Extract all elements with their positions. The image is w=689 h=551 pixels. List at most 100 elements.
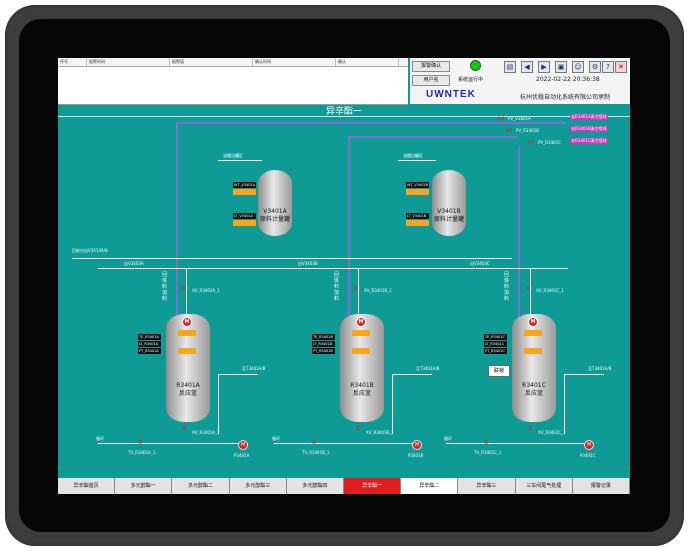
nav-polyol-2[interactable]: 多元醇酯二: [172, 478, 230, 494]
value-box[interactable]: [233, 220, 256, 226]
tag-box: WT_V3401B: [406, 182, 429, 188]
tag-box: WT_V3401A: [233, 182, 256, 188]
valve-label: TV_R3401A_1: [128, 450, 156, 455]
tag-box: LT_R3401A: [138, 341, 161, 347]
vacuum-pipe: [506, 122, 566, 124]
valve-xv-r3401a-1[interactable]: ⧖: [182, 285, 187, 292]
feed-pipe: [186, 268, 187, 318]
col-alarm-time: 报警时间: [87, 58, 170, 66]
vessel-v3401b[interactable]: [432, 170, 466, 236]
forward-icon[interactable]: ▶: [538, 61, 550, 73]
valve-xv-r3401a-2[interactable]: ⧖: [182, 425, 187, 432]
pump-p3401c[interactable]: M: [584, 440, 594, 450]
help-icon[interactable]: ?: [602, 61, 614, 73]
tag-box: LT_V3401A: [233, 213, 256, 219]
close-icon[interactable]: ✕: [615, 61, 627, 73]
interlock-button[interactable]: 联锁: [488, 365, 510, 377]
nav-polyol-4[interactable]: 多元醇酯四: [286, 478, 345, 494]
valve-tv-r3401a-1[interactable]: ⧖: [138, 439, 143, 446]
outlet-label: 至T3401A/B: [416, 366, 440, 371]
vacuum-pipe: [176, 122, 506, 124]
nav-polyol-3[interactable]: 多元醇酯三: [229, 478, 287, 494]
feed-source-label: 回收分自V3413A/B: [72, 248, 108, 253]
valve-tv-r3401b-1[interactable]: ⧖: [312, 439, 317, 446]
motor-icon[interactable]: M: [182, 317, 192, 327]
value-box[interactable]: [406, 220, 429, 226]
value-box[interactable]: [352, 330, 370, 336]
vacuum-pipe: [348, 136, 518, 138]
vacuum-dest-b: 去R3401B真空管线: [570, 126, 608, 132]
value-box[interactable]: [406, 189, 429, 195]
pump-label: P3401C: [580, 453, 596, 458]
water-label: 循环: [96, 436, 104, 441]
nav-home[interactable]: 异辛酯首页: [58, 478, 116, 494]
pump-label: P3401B: [408, 453, 424, 458]
nav-isooctyl-3[interactable]: 异辛酯三: [458, 478, 516, 494]
valve-xv-r3401b-1[interactable]: ⧖: [354, 285, 359, 292]
alarm-table-header: 序号 报警时间 报警值 确认时间 确认: [58, 58, 408, 67]
outlet-pipe: [564, 374, 604, 375]
vessel-v3401a[interactable]: [258, 170, 292, 236]
nav-isooctyl-1[interactable]: 异辛酯一: [344, 478, 402, 494]
pump-p3401b[interactable]: M: [412, 440, 422, 450]
outlet-pipe: [218, 374, 258, 375]
value-box[interactable]: [233, 189, 256, 195]
vacuum-valve-a[interactable]: ⋈: [498, 115, 504, 122]
pump-p3401a[interactable]: M: [238, 440, 248, 450]
vacuum-valve-label: PV_R3401B: [516, 128, 539, 133]
valve-xv-r3401b-2[interactable]: ⧖: [356, 425, 361, 432]
value-box[interactable]: [524, 348, 542, 354]
alarm-confirm-button[interactable]: 报警确认: [412, 61, 450, 72]
col-confirm-time: 确认时间: [253, 58, 336, 66]
company-logo: UWNTEK: [426, 89, 476, 100]
motor-icon[interactable]: M: [356, 317, 366, 327]
solid-feed-label: 回体料加料: [334, 272, 340, 302]
vacuum-dest-a: 去R3401A真空管线: [570, 114, 608, 120]
valve-label: XV_R3401B_2: [366, 430, 394, 435]
user-button[interactable]: 用户名: [412, 75, 450, 86]
feed-label-b: 自V3403B: [298, 261, 318, 266]
valve-label: TV_R3401B_1: [302, 450, 330, 455]
feed-pipe: [98, 268, 568, 269]
valve-tv-r3401c-1[interactable]: ⧖: [484, 439, 489, 446]
valve-label: XV_R3401B_1: [364, 288, 392, 293]
outlet-pipe: [98, 443, 248, 444]
nav-alarm-record[interactable]: 报警记录: [572, 478, 630, 494]
vacuum-valve-b[interactable]: ⋈: [506, 127, 512, 134]
nav-isooctyl-2[interactable]: 异辛酯二: [401, 478, 459, 494]
vacuum-pipe: [176, 122, 178, 322]
tag-box: LT_V3401B: [406, 213, 429, 219]
value-box[interactable]: [352, 348, 370, 354]
alarm-table[interactable]: 序号 报警时间 报警值 确认时间 确认: [58, 58, 408, 105]
outlet-pipe: [446, 443, 594, 444]
back-icon[interactable]: ◀: [521, 61, 533, 73]
outlet-pipe: [392, 374, 432, 375]
lock-icon[interactable]: ▣: [555, 61, 567, 73]
motor-icon[interactable]: M: [528, 317, 538, 327]
valve-label: XV_R3401A_1: [192, 288, 220, 293]
feed-pipe: [218, 160, 262, 161]
page-title: 异辛酯一: [325, 107, 362, 117]
feed-pipe: [358, 268, 359, 318]
tag-box: TE_R3401C: [484, 334, 507, 340]
value-box[interactable]: [178, 348, 196, 354]
nav-polyol-1[interactable]: 多元醇酯一: [115, 478, 173, 494]
nav-tail-gas[interactable]: 三车间尾气处理: [515, 478, 573, 494]
print-icon[interactable]: ▤: [504, 61, 516, 73]
valve-xv-r3401c-1[interactable]: ⧖: [526, 285, 531, 292]
feed-pipe: [72, 258, 512, 259]
valve-label: XV_R3401C_1: [536, 288, 564, 293]
value-box[interactable]: [178, 330, 196, 336]
outlet-pipe: [274, 443, 422, 444]
vacuum-dest-c: 去R3401C真空管线: [570, 138, 608, 144]
settings-icon[interactable]: ⚙: [589, 61, 601, 73]
valve-xv-r3401c-2[interactable]: ⧖: [528, 425, 533, 432]
vacuum-valve-c[interactable]: ⋈: [528, 139, 534, 146]
system-status-label: 系统运行中: [458, 77, 484, 83]
water-label: 循环: [444, 436, 452, 441]
user-icon[interactable]: ☺: [572, 61, 584, 73]
source-label-a: 油酸自罐区: [223, 153, 243, 158]
value-box[interactable]: [524, 330, 542, 336]
